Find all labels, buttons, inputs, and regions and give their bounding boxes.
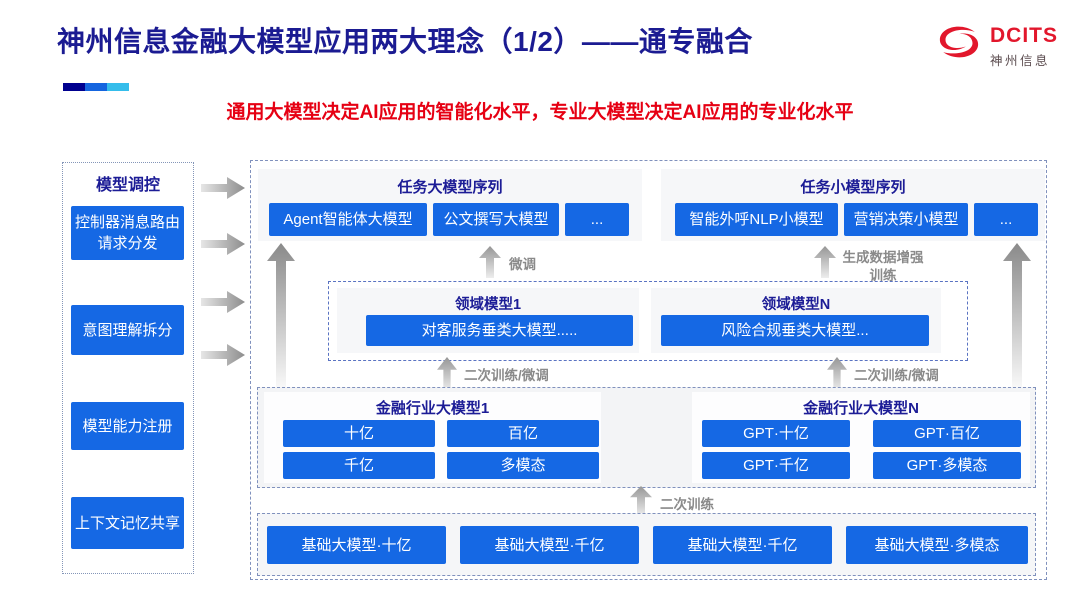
sidebar-item-intent-split[interactable]: 意图理解拆分 xyxy=(71,305,184,355)
base-model-multimodal-button[interactable]: 基础大模型·多模态 xyxy=(846,526,1028,564)
billion-model-button[interactable]: 十亿 xyxy=(283,420,435,447)
gpt-billion-model-button[interactable]: GPT·十亿 xyxy=(702,420,850,447)
base-model-billion-button[interactable]: 基础大模型·十亿 xyxy=(267,526,446,564)
more-small-models-button[interactable]: ... xyxy=(974,203,1038,236)
generated-data-training-label: 生成数据增强训练 xyxy=(842,250,924,283)
gpt-ten-billion-model-button[interactable]: GPT·百亿 xyxy=(873,420,1021,447)
accent-segment xyxy=(107,83,129,91)
hundred-billion-model-button[interactable]: 千亿 xyxy=(283,452,435,479)
page-title: 神州信息金融大模型应用两大理念（1/2）——通专融合 xyxy=(57,26,753,57)
industry-model-1-title: 金融行业大模型1 xyxy=(375,400,490,417)
logo-name: DCITS xyxy=(990,24,1058,47)
ten-billion-model-button[interactable]: 百亿 xyxy=(447,420,599,447)
base-model-hundred-billion-2-button[interactable]: 基础大模型·千亿 xyxy=(653,526,832,564)
subtitle: 通用大模型决定AI应用的智能化水平，专业大模型决定AI应用的专业化水平 xyxy=(226,102,854,123)
accent-bar xyxy=(63,83,129,91)
outbound-nlp-model-button[interactable]: 智能外呼NLP小模型 xyxy=(675,203,838,236)
flow-arrow-right-icon xyxy=(201,344,245,366)
sidebar-title: 模型调控 xyxy=(95,177,160,194)
base-model-hundred-billion-button[interactable]: 基础大模型·千亿 xyxy=(460,526,639,564)
industry-model-n-title: 金融行业大模型N xyxy=(803,400,919,417)
company-logo: DCITS 神州信息 xyxy=(933,24,1068,69)
risk-compliance-vertical-model-button[interactable]: 风险合规垂类大模型... xyxy=(661,315,929,346)
more-large-models-button[interactable]: ... xyxy=(565,203,629,236)
secondary-training-bottom-label: 二次训练 xyxy=(660,497,714,512)
sidebar-item-message-routing[interactable]: 控制器消息路由请求分发 xyxy=(71,206,184,260)
up-arrow-icon xyxy=(630,486,652,516)
dcits-swoosh-icon xyxy=(939,26,979,58)
marketing-decision-model-button[interactable]: 营销决策小模型 xyxy=(844,203,968,236)
domain-model-n-title: 领域模型N xyxy=(761,297,831,313)
sidebar-item-capability-register[interactable]: 模型能力注册 xyxy=(71,402,184,450)
gpt-multimodal-model-button[interactable]: GPT·多模态 xyxy=(873,452,1021,479)
task-large-model-title: 任务大模型序列 xyxy=(397,179,503,196)
domain-model-1-title: 领域模型1 xyxy=(454,297,522,313)
fine-tune-label: 微调 xyxy=(509,257,536,272)
secondary-training-right-label: 二次训练/微调 xyxy=(854,368,939,383)
flow-arrow-right-icon xyxy=(201,177,245,199)
logo-subname: 神州信息 xyxy=(990,54,1051,68)
sidebar-model-control: 模型调控 控制器消息路由请求分发 意图理解拆分 模型能力注册 上下文记忆共享 xyxy=(62,162,194,574)
document-writing-model-button[interactable]: 公文撰写大模型 xyxy=(433,203,559,236)
up-arrow-icon xyxy=(814,246,836,278)
customer-service-vertical-model-button[interactable]: 对客服务垂类大模型..... xyxy=(366,315,633,346)
accent-segment xyxy=(63,83,85,91)
flow-arrow-right-icon xyxy=(201,233,245,255)
gpt-hundred-billion-model-button[interactable]: GPT·千亿 xyxy=(702,452,850,479)
sidebar-item-context-share[interactable]: 上下文记忆共享 xyxy=(71,497,184,549)
up-arrow-icon xyxy=(437,357,457,391)
up-arrow-icon xyxy=(479,246,501,278)
task-small-model-title: 任务小模型序列 xyxy=(800,179,906,196)
agent-large-model-button[interactable]: Agent智能体大模型 xyxy=(269,203,427,236)
multimodal-model-button[interactable]: 多模态 xyxy=(447,452,599,479)
accent-segment xyxy=(85,83,107,91)
up-arrow-icon xyxy=(827,357,847,391)
tall-up-arrow-icon xyxy=(267,243,295,391)
secondary-training-left-label: 二次训练/微调 xyxy=(464,368,549,383)
flow-arrow-right-icon xyxy=(201,291,245,313)
tall-up-arrow-icon xyxy=(1003,243,1031,391)
